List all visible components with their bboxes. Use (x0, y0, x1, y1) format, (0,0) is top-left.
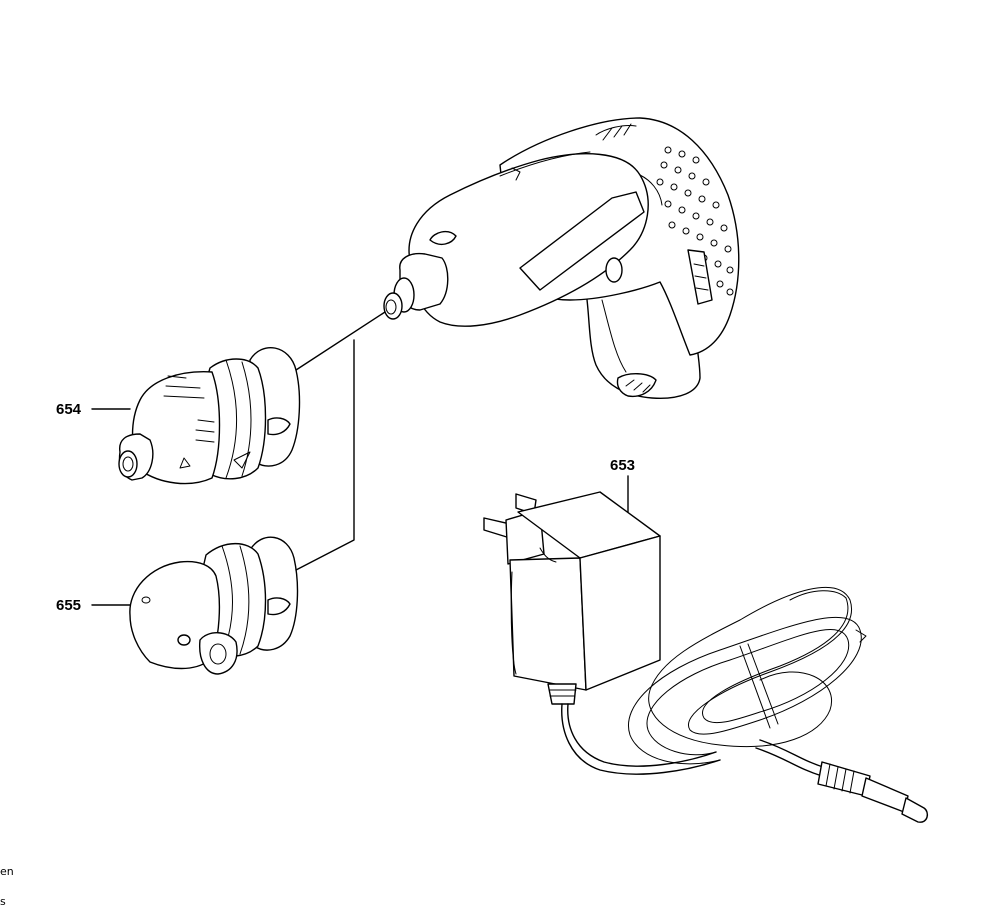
part-number-654: 654 (56, 401, 82, 418)
assembly-lines (295, 311, 386, 571)
edge-text-2: s (0, 895, 6, 908)
part-number-653: 653 (610, 457, 636, 474)
leader-lines (91, 408, 629, 606)
attachment-655-illustration (129, 536, 299, 675)
part-number-655: 655 (56, 597, 82, 614)
screwdriver-illustration (383, 117, 740, 399)
charger-illustration (483, 491, 929, 823)
edge-text-1: en (0, 865, 14, 878)
grip-dots (656, 146, 734, 296)
attachment-654-illustration (118, 347, 301, 485)
